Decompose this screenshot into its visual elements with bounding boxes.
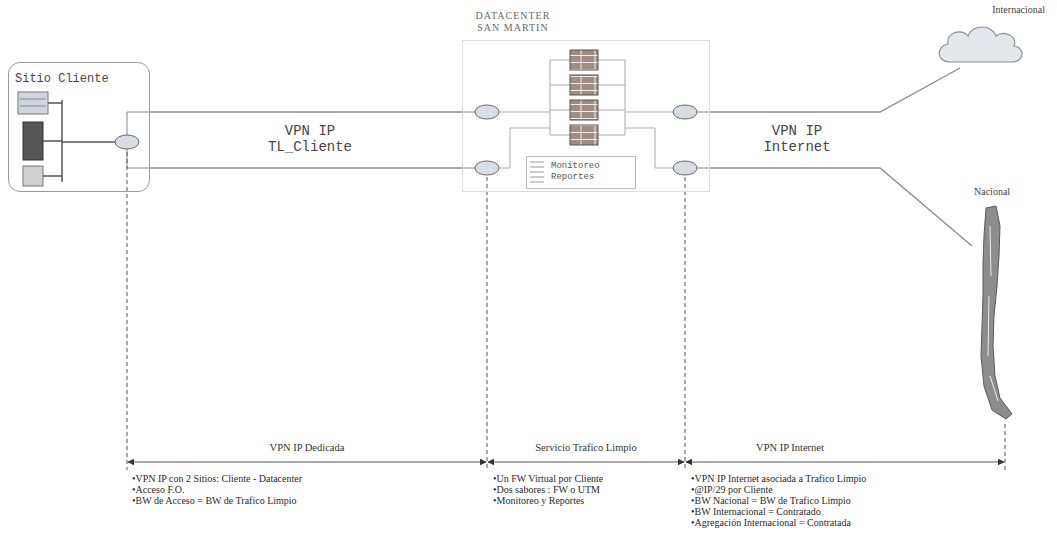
router-symbol [115, 135, 139, 149]
scope-brackets [127, 152, 1005, 470]
node-text: Monitoreo Reportes [551, 161, 621, 183]
lan-uplink [62, 141, 115, 143]
map-detail [988, 226, 998, 401]
router-symbol [673, 105, 697, 119]
internet-cloud: Internacional [930, 4, 1045, 68]
router-link [127, 112, 150, 168]
feature-bullet: •@IP/29 por Cliente [691, 484, 773, 495]
country-map: Nacional [972, 186, 1032, 422]
tower-server [23, 122, 43, 160]
feature-bullet: •VPN IP con 2 Sitios: Cliente - Datacent… [132, 473, 302, 484]
dashed-divider [487, 177, 488, 470]
report-icon [530, 162, 544, 182]
firewall-symbol [570, 50, 598, 70]
lan-bus [43, 100, 62, 182]
feature-bullet: •BW Nacional = BW de Trafico Limpio [691, 495, 851, 506]
dashed-divider [685, 177, 686, 470]
feature-bullet: •Agregación Internacional = Contratada [691, 517, 851, 528]
firewall-symbol [570, 125, 598, 145]
node-text: DATACENTER SAN MARTIN [463, 10, 563, 34]
node-text: Sitio Cliente [15, 72, 109, 86]
feature-bullet: •VPN IP Internet asociada a Trafico Limp… [691, 473, 866, 484]
router-symbol [475, 105, 499, 119]
map-outline [972, 186, 1032, 422]
segment-title: Servicio Trafico Limpio [532, 442, 640, 453]
firewall-link [499, 60, 570, 168]
feature-bullet: •BW de Acceso = BW de Trafico Limpio [132, 495, 297, 506]
map-shape [981, 206, 1012, 419]
router-symbol [673, 161, 697, 175]
feature-bullet: •BW Internacional = Contratado [691, 506, 821, 517]
feature-bullet: •Monitoreo y Reportes [493, 495, 584, 506]
datacenter-equipment [462, 50, 710, 182]
node-text: Internacional [930, 4, 1045, 15]
feature-bullet: •Acceso F.O. [132, 484, 184, 495]
segment-title: VPN IP Internet [753, 442, 827, 453]
dashed-divider [1005, 424, 1006, 470]
client-equipment [18, 92, 150, 186]
desktop-unit [23, 166, 43, 186]
firewall-link [598, 60, 673, 168]
node-text: Nacional [972, 186, 1032, 197]
feature-bullet: •Dos sabores : FW o UTM [493, 484, 600, 495]
monitoring-box: Monitoreo Reportes [526, 156, 636, 189]
network-label: VPN IP Internet [752, 123, 842, 155]
dashed-divider [127, 152, 128, 470]
network-link [710, 168, 972, 246]
firewall-symbol [570, 100, 598, 120]
site-box: Sitio Cliente [8, 62, 150, 192]
segment-title: VPN IP Dedicada [267, 442, 348, 453]
cloud-shape [939, 27, 1022, 62]
router-symbol [475, 161, 499, 175]
span-arrow [488, 462, 684, 463]
network-link [710, 68, 960, 112]
network-label: VPN IP TL_Cliente [255, 123, 365, 155]
network-link [150, 167, 462, 168]
feature-bullet: •Un FW Virtual por Cliente [493, 473, 603, 484]
span-arrow [686, 462, 1004, 463]
span-arrow [128, 462, 486, 463]
datacenter-box: Monitoreo ReportesDATACENTER SAN MARTIN [462, 40, 710, 192]
firewall-symbol [570, 75, 598, 95]
server-slots [20, 99, 46, 106]
network-link [150, 111, 462, 112]
server-rack [18, 92, 48, 114]
